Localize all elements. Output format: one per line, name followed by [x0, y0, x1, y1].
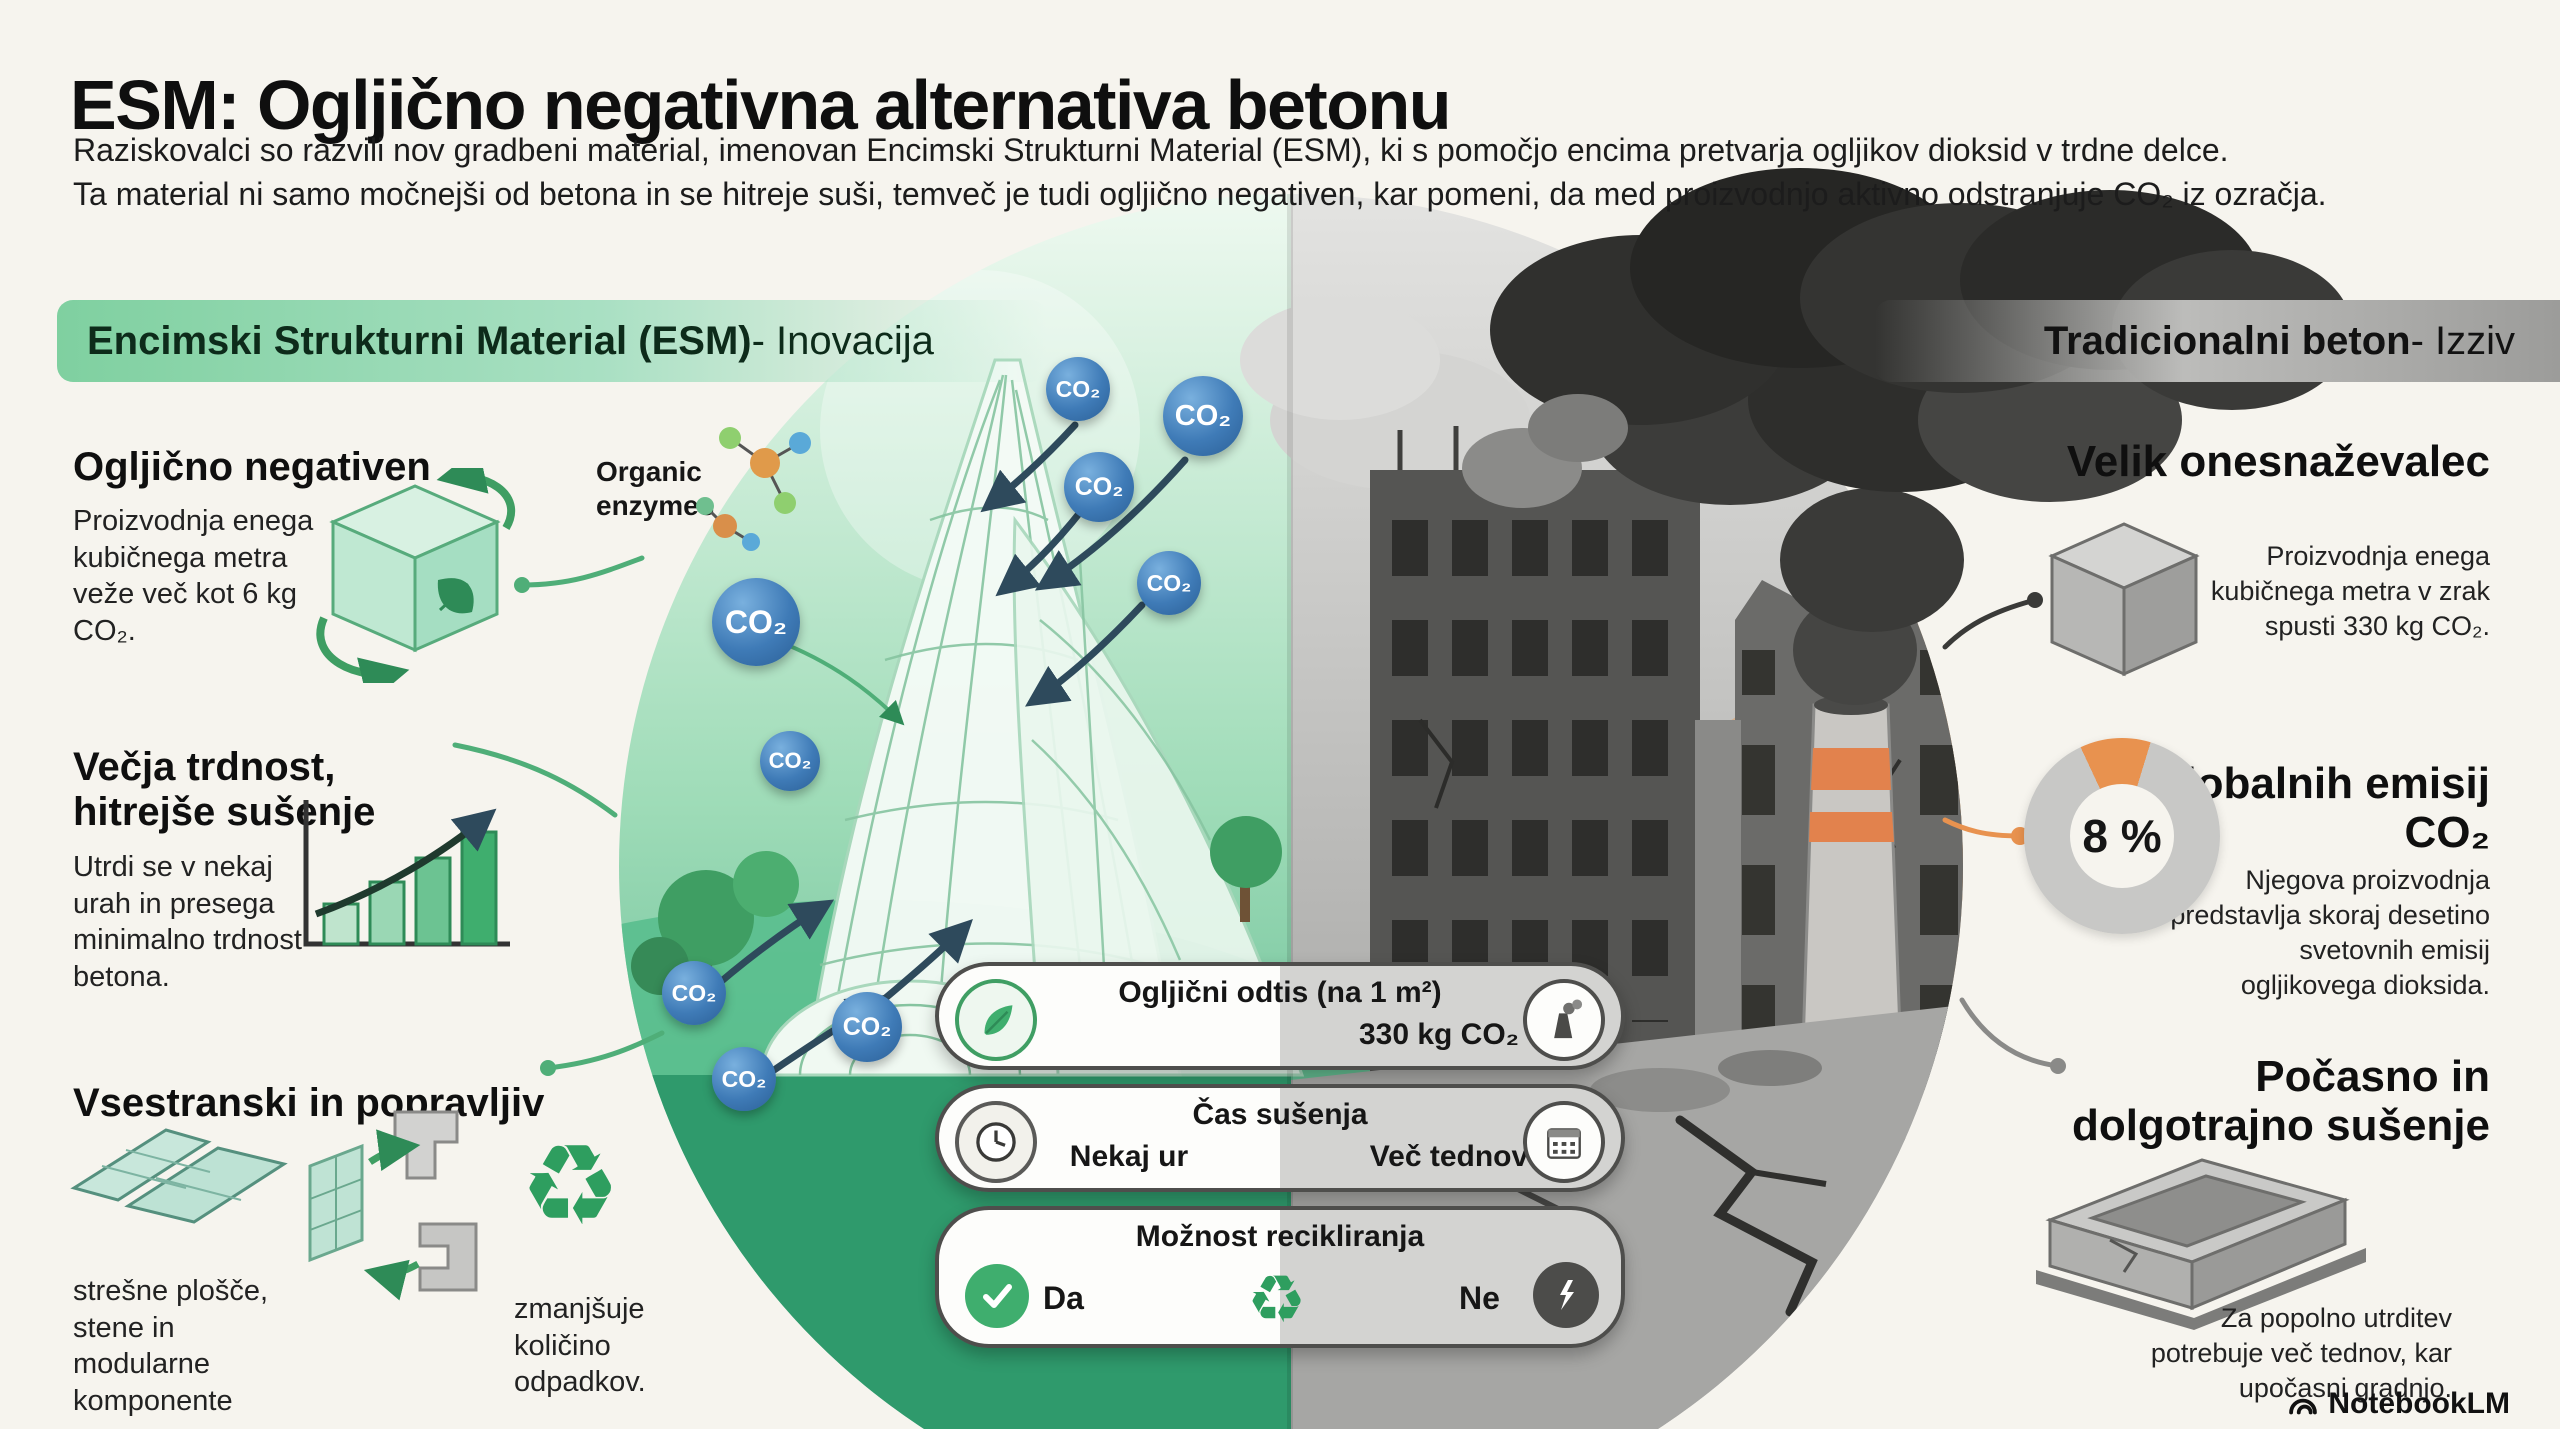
- scene-divider: [1287, 194, 1293, 1429]
- feature-versatile-text2: zmanjšuje količino odpadkov.: [514, 1293, 646, 1399]
- concrete-header-bold: Tradicionalni beton: [2043, 318, 2411, 363]
- cracked-icon: [1533, 1262, 1599, 1328]
- calendar-icon: [1523, 1101, 1605, 1183]
- co2-bubble: CO₂: [1163, 376, 1243, 456]
- co2-bubble: CO₂: [1064, 452, 1134, 522]
- feature-slow-drying-heading: Počasno in dolgotrajno sušenje: [2071, 1051, 2490, 1150]
- comparison-panel: Ogljični odtis (na 1 m²) 330 kg CO₂ Čas …: [935, 962, 1625, 1362]
- leaf-icon: [955, 979, 1037, 1061]
- feature-polluter-text: Proizvodnja enega kubičnega metra v zrak…: [2210, 541, 2490, 642]
- concrete-cube-icon: [2048, 522, 2200, 677]
- feature-versatile-heading: Vsestranski in popravljiv: [73, 1081, 545, 1126]
- row-left-value: Da: [1043, 1280, 1084, 1316]
- row-left-value: Nekaj ur: [1069, 1140, 1189, 1173]
- concrete-header-rest: - Izziv: [2410, 318, 2515, 363]
- co2-bubble: CO₂: [1137, 551, 1201, 615]
- connector-lines: [452, 555, 2066, 1076]
- feature-strength-heading: Večja trdnost, hitrejše sušenje: [73, 745, 376, 834]
- check-icon: [965, 1264, 1029, 1328]
- emissions-percentage: 8 %: [2082, 810, 2162, 862]
- esm-cube-leaf-icon: [316, 468, 516, 683]
- esm-header-bold: Encimski Strukturni Material (ESM): [87, 318, 752, 363]
- esm-header-rest: - Inovacija: [751, 318, 934, 363]
- recycle-icon: ♻: [520, 1123, 621, 1248]
- co2-bubble: CO₂: [712, 1047, 776, 1111]
- comparison-row-recyclability: Možnost recikliranja Da ♻ Ne: [935, 1206, 1625, 1348]
- row-title: Čas sušenja: [1192, 1098, 1368, 1131]
- co2-bubble: CO₂: [832, 992, 902, 1062]
- feature-slow-drying-text: Za popolno utrditev potrebuje več tednov…: [2150, 1303, 2452, 1404]
- organic-enzymes-label: Organic enzymes: [596, 456, 715, 521]
- row-title: Ogljični odtis (na 1 m²): [1118, 976, 1442, 1009]
- clock-icon: [955, 1101, 1037, 1183]
- footer-brand: NotebookLM: [2286, 1387, 2510, 1421]
- notebooklm-logo-icon: [2289, 1398, 2318, 1415]
- roof-panels-icon: [70, 1128, 288, 1224]
- emissions-donut-chart: 8 %: [2024, 738, 2220, 934]
- co2-bubble: CO₂: [760, 731, 820, 791]
- smokestack-icon: [1523, 979, 1605, 1061]
- intro-line-1: Raziskovalci so razvili nov gradbeni mat…: [73, 132, 2229, 168]
- concrete-formwork-icon: [2036, 1158, 2366, 1330]
- co2-bubble: CO₂: [662, 961, 726, 1025]
- comparison-row-drying-time: Čas sušenja Nekaj ur Več tednov: [935, 1084, 1625, 1192]
- concrete-section-header: Tradicionalni beton - Izziv: [1875, 300, 2560, 382]
- row-right-value: 330 kg CO₂: [1358, 1018, 1520, 1051]
- feature-emissions-text: Njegova proizvodnja predstavlja skoraj d…: [2170, 865, 2490, 1001]
- strength-bar-chart-icon: [303, 800, 510, 947]
- recycle-icon: ♻: [1247, 1262, 1307, 1336]
- feature-carbon-negative-text: Proizvodnja enega kubičnega metra veže v…: [73, 505, 314, 647]
- comparison-row-carbon-footprint: Ogljični odtis (na 1 m²) 330 kg CO₂: [935, 962, 1625, 1070]
- intro-text: Raziskovalci so razvili nov gradbeni mat…: [73, 128, 2503, 216]
- intro-line-2: Ta material ni samo močnejši od betona i…: [73, 176, 2327, 213]
- row-right-value: Več tednov: [1369, 1140, 1529, 1173]
- co2-bubble: CO₂: [1046, 357, 1110, 421]
- enzyme-molecules-icon: [696, 427, 811, 551]
- co2-bubble: CO₂: [712, 578, 800, 666]
- esm-section-header: Encimski Strukturni Material (ESM) - Ino…: [57, 300, 1047, 382]
- building-ruin: [1695, 720, 1741, 1090]
- footer-brand-text: NotebookLM: [2328, 1387, 2510, 1420]
- page-title: ESM: Ogljično negativna alternativa beto…: [70, 65, 1452, 144]
- feature-carbon-negative-heading: Ogljično negativen: [73, 445, 431, 490]
- row-right-value: Ne: [1459, 1280, 1500, 1316]
- feature-strength-text: Utrdi se v nekaj urah in presega minimal…: [73, 851, 302, 993]
- feature-polluter-heading: Velik onesnaževalec: [2066, 436, 2490, 486]
- row-title: Možnost recikliranja: [1135, 1220, 1425, 1253]
- feature-versatile-text: strešne plošče, stene in modularne kompo…: [73, 1275, 269, 1417]
- modular-components-icon: [308, 1110, 478, 1301]
